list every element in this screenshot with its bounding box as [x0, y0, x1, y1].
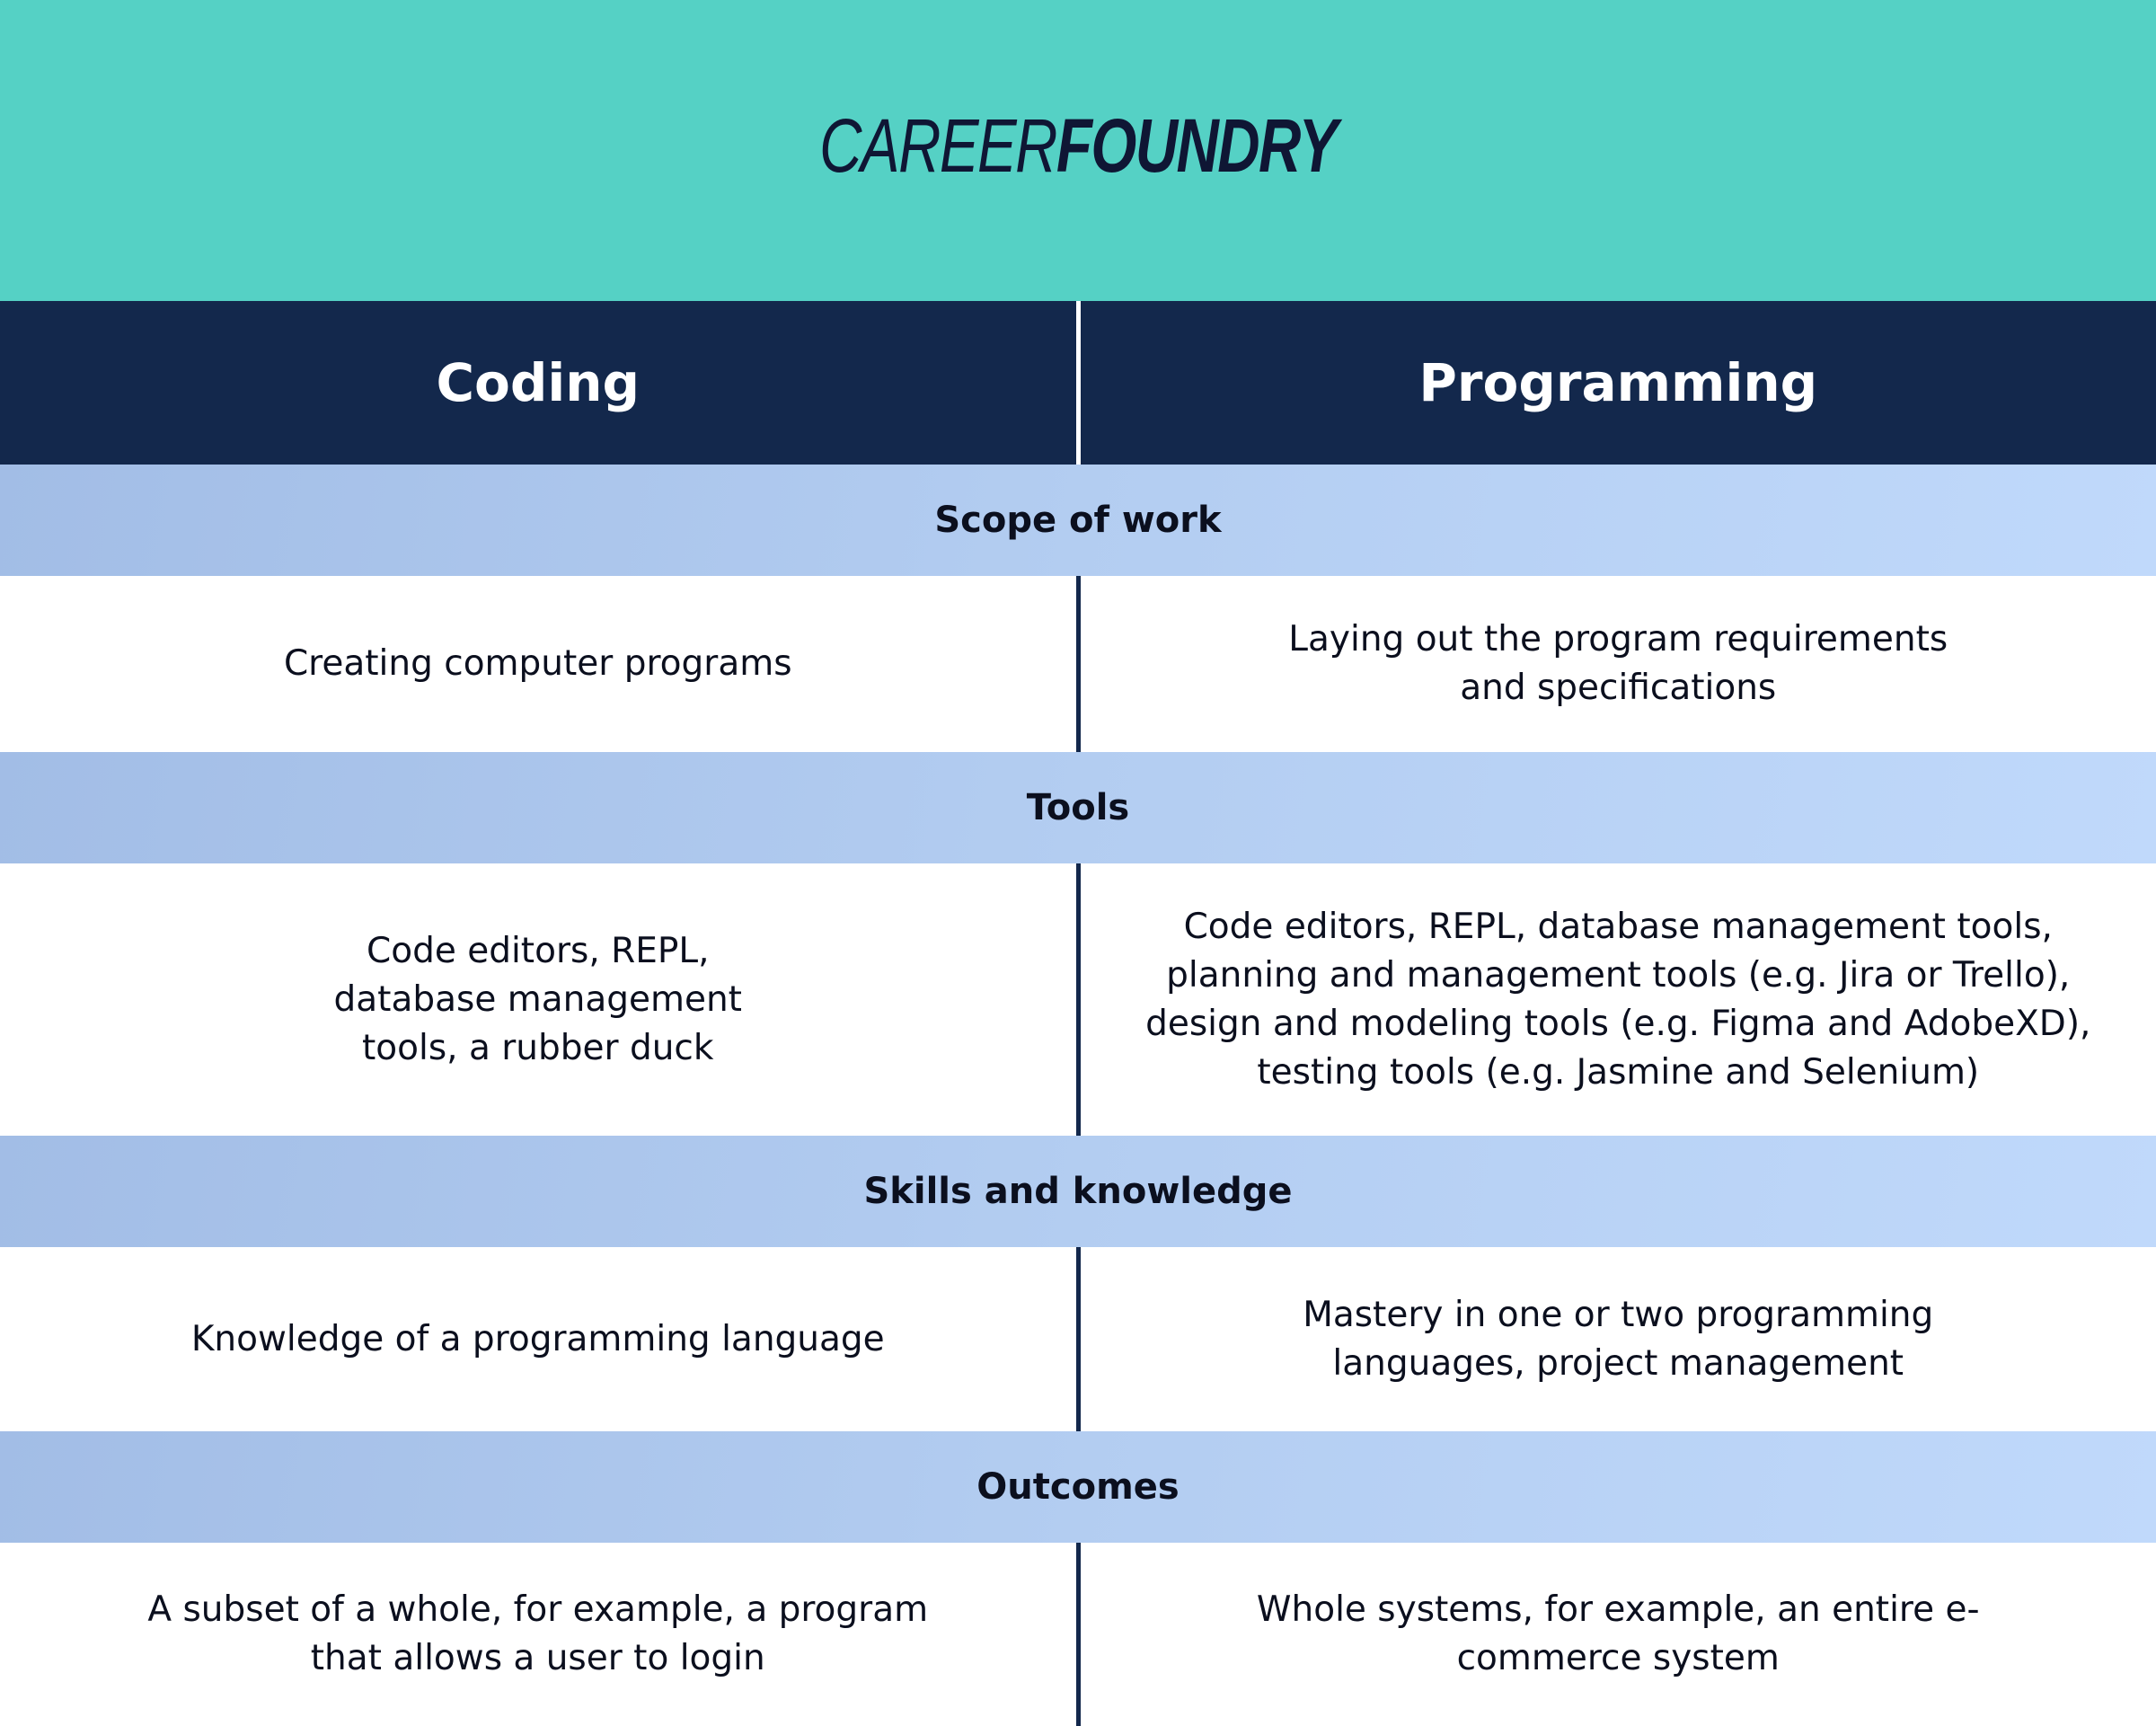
- column-headers: Coding Programming: [0, 301, 2156, 465]
- column-header-coding: Coding: [0, 301, 1076, 465]
- cell-programming: Mastery in one or two programming langua…: [1081, 1247, 2156, 1431]
- section-title: Skills and knowledge: [0, 1136, 2156, 1247]
- cell-programming: Whole systems, for example, an entire e-…: [1081, 1543, 2156, 1726]
- cell-coding: Creating computer programs: [0, 576, 1076, 752]
- cell-coding: Code editors, REPL, database management …: [0, 863, 1076, 1136]
- section-title: Scope of work: [0, 465, 2156, 576]
- brand-header: CAREERFOUNDRY: [0, 0, 2156, 301]
- section-title: Outcomes: [0, 1431, 2156, 1543]
- cell-programming: Code editors, REPL, database management …: [1081, 863, 2156, 1136]
- table-row: A subset of a whole, for example, a prog…: [0, 1543, 2156, 1726]
- column-header-programming: Programming: [1081, 301, 2156, 465]
- table-row: Code editors, REPL, database management …: [0, 863, 2156, 1136]
- cell-coding: A subset of a whole, for example, a prog…: [0, 1543, 1076, 1726]
- careerfoundry-logo: CAREERFOUNDRY: [819, 102, 1337, 190]
- section-title: Tools: [0, 752, 2156, 863]
- cell-programming: Laying out the program requirements and …: [1081, 576, 2156, 752]
- cell-coding: Knowledge of a programming language: [0, 1247, 1076, 1431]
